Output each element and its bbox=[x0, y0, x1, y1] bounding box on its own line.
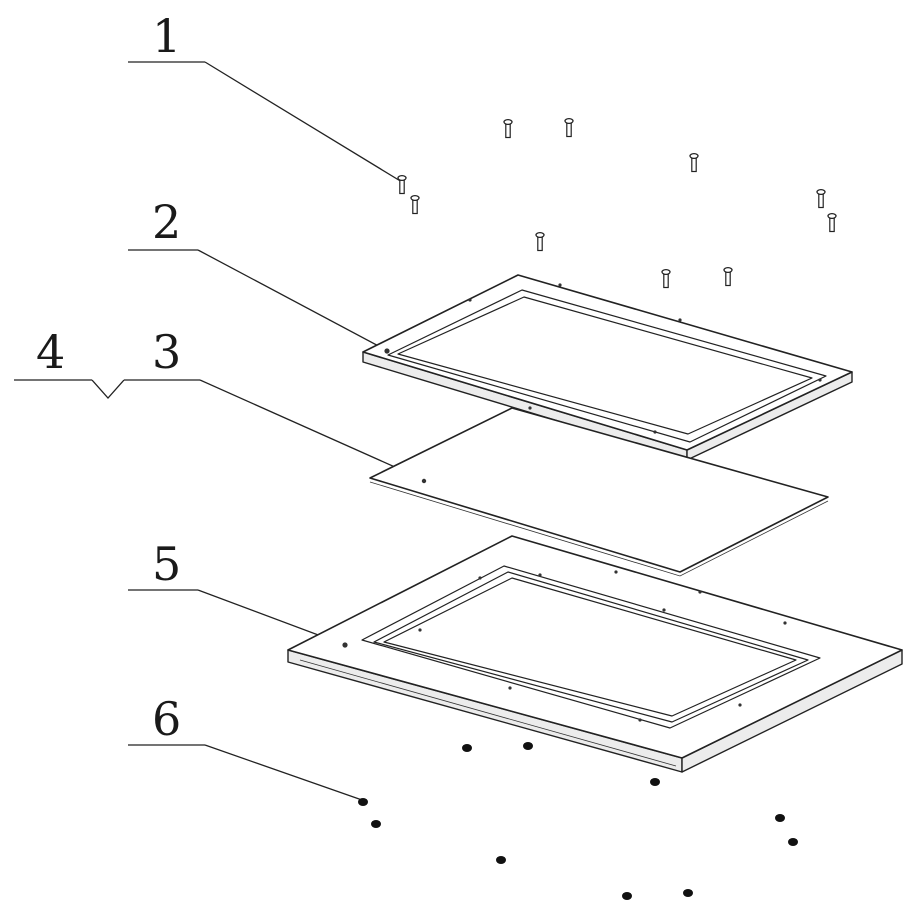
callout-1-label: 1 bbox=[152, 9, 181, 63]
screw-icon bbox=[410, 194, 420, 215]
base-plate bbox=[287, 535, 903, 773]
nut-icon bbox=[523, 742, 533, 750]
screw-icon bbox=[689, 152, 699, 173]
screw-icon bbox=[564, 117, 574, 138]
screw-icon bbox=[723, 266, 733, 287]
nut-icon bbox=[683, 889, 693, 897]
screw-icon bbox=[503, 118, 513, 139]
nut-icon bbox=[371, 820, 381, 828]
nut-icon bbox=[775, 814, 785, 822]
callout-5-label: 5 bbox=[152, 537, 181, 591]
nut-icon bbox=[496, 856, 506, 864]
callout-3-4-leader bbox=[14, 379, 425, 481]
screws-group bbox=[397, 117, 837, 289]
screw-icon bbox=[397, 174, 407, 195]
callout-3-label: 3 bbox=[152, 325, 181, 379]
screw-icon bbox=[827, 212, 837, 233]
callout-2-label: 2 bbox=[152, 195, 181, 249]
screw-icon bbox=[816, 188, 826, 209]
nut-icon bbox=[650, 778, 660, 786]
callout-2-leader bbox=[128, 249, 387, 351]
screw-icon bbox=[661, 268, 671, 289]
top-frame bbox=[362, 274, 853, 461]
nut-icon bbox=[358, 798, 368, 806]
nut-icon bbox=[788, 838, 798, 846]
nut-icon bbox=[462, 744, 472, 752]
screw-icon bbox=[535, 231, 545, 252]
callout-6-leader bbox=[128, 744, 363, 801]
callout-1-leader bbox=[128, 61, 403, 183]
nut-icon bbox=[622, 892, 632, 900]
nuts-group bbox=[358, 742, 798, 900]
callout-4-label: 4 bbox=[36, 325, 65, 379]
callout-6-label: 6 bbox=[152, 692, 181, 746]
sheet bbox=[369, 407, 829, 577]
